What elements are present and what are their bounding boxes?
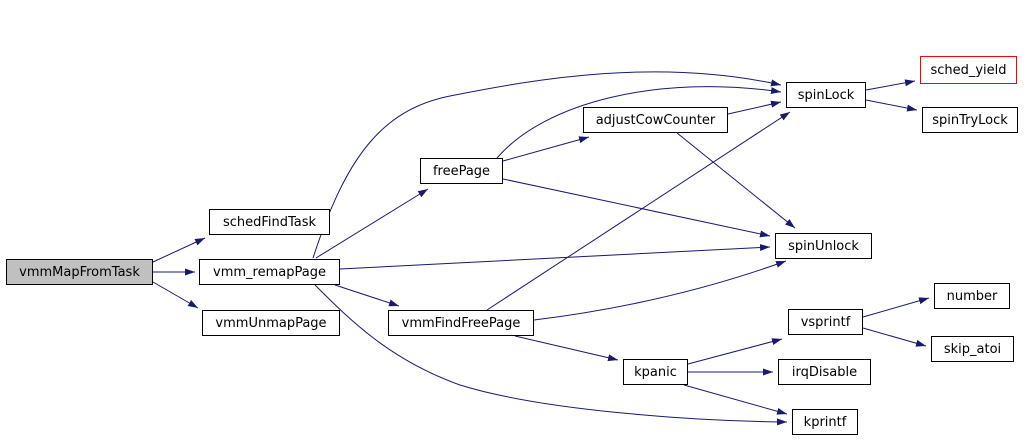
node-label-schedFindTask: schedFindTask [222, 214, 317, 230]
node-label-vmmUnmapPage: vmmUnmapPage [215, 315, 327, 331]
edge-spinLock-to-spinTryLock [865, 99, 918, 112]
node-vmm_remapPage[interactable]: vmm_remapPage [199, 259, 340, 285]
node-spinUnlock[interactable]: spinUnlock [775, 233, 872, 259]
edge-vmmFindFreePage-to-spinLock [486, 111, 791, 311]
edge-spinLock-to-sched_yield [865, 79, 916, 91]
edge-freePage-to-spinUnlock [502, 178, 771, 238]
edge-adjustCowCounter-to-spinUnlock [676, 132, 796, 229]
edge-vmm_remapPage-to-freePage [315, 188, 429, 259]
edge-freePage-to-spinLock [496, 86, 782, 159]
node-vmmFindFreePage[interactable]: vmmFindFreePage [388, 310, 534, 336]
node-sched_yield[interactable]: sched_yield [920, 56, 1017, 84]
node-spinTryLock[interactable]: spinTryLock [922, 107, 1018, 133]
edge-vmm_remapPage-to-spinUnlock [339, 244, 771, 270]
edge-vmmMapFromTask-to-schedFindTask [152, 237, 206, 263]
node-vmmMapFromTask: vmmMapFromTask [6, 259, 153, 285]
node-skip_atoi[interactable]: skip_atoi [931, 336, 1014, 362]
node-label-vmm_remapPage: vmm_remapPage [213, 264, 326, 280]
edge-vmm_remapPage-to-vmmFindFreePage [334, 284, 400, 307]
node-label-kpanic: kpanic [634, 364, 677, 380]
edge-vmmMapFromTask-to-vmmUnmapPage [152, 281, 199, 309]
edge-kpanic-to-vsprintf [687, 338, 783, 365]
node-label-vmmFindFreePage: vmmFindFreePage [401, 315, 521, 331]
node-label-spinUnlock: spinUnlock [788, 238, 859, 254]
edge-vmmFindFreePage-to-spinUnlock [533, 260, 787, 321]
node-label-spinLock: spinLock [797, 87, 855, 103]
node-label-spinTryLock: spinTryLock [932, 112, 1008, 128]
node-label-adjustCowCounter: adjustCowCounter [595, 112, 716, 128]
edge-vmm_remapPage-to-kprintf [314, 284, 788, 426]
edge-adjustCowCounter-to-spinLock [727, 100, 782, 115]
node-vsprintf[interactable]: vsprintf [788, 309, 863, 335]
node-schedFindTask[interactable]: schedFindTask [209, 209, 330, 235]
edge-vmmFindFreePage-to-kpanic [514, 335, 619, 362]
node-freePage[interactable]: freePage [420, 158, 503, 184]
edge-vsprintf-to-skip_atoi [862, 327, 927, 347]
node-vmmUnmapPage[interactable]: vmmUnmapPage [202, 310, 340, 336]
node-kpanic[interactable]: kpanic [623, 359, 688, 385]
node-label-vsprintf: vsprintf [800, 314, 851, 330]
node-label-kprintf: kprintf [803, 414, 847, 430]
node-spinLock[interactable]: spinLock [786, 82, 866, 108]
node-label-sched_yield: sched_yield [930, 62, 1007, 78]
node-adjustCowCounter[interactable]: adjustCowCounter [583, 107, 728, 133]
node-label-skip_atoi: skip_atoi [943, 341, 1002, 357]
node-irqDisable[interactable]: irqDisable [778, 359, 871, 385]
node-label-irqDisable: irqDisable [791, 364, 858, 380]
node-label-freePage: freePage [432, 163, 491, 179]
edge-group [152, 71, 930, 426]
node-kprintf[interactable]: kprintf [792, 409, 858, 435]
edge-kpanic-to-kprintf [683, 384, 788, 415]
edge-vmm_remapPage-to-spinLock [312, 71, 782, 259]
edge-freePage-to-adjustCowCounter [502, 136, 590, 162]
node-label-vmmMapFromTask: vmmMapFromTask [19, 264, 140, 280]
node-number[interactable]: number [934, 283, 1010, 309]
node-label-number: number [946, 288, 998, 304]
edge-vsprintf-to-number [862, 297, 930, 318]
